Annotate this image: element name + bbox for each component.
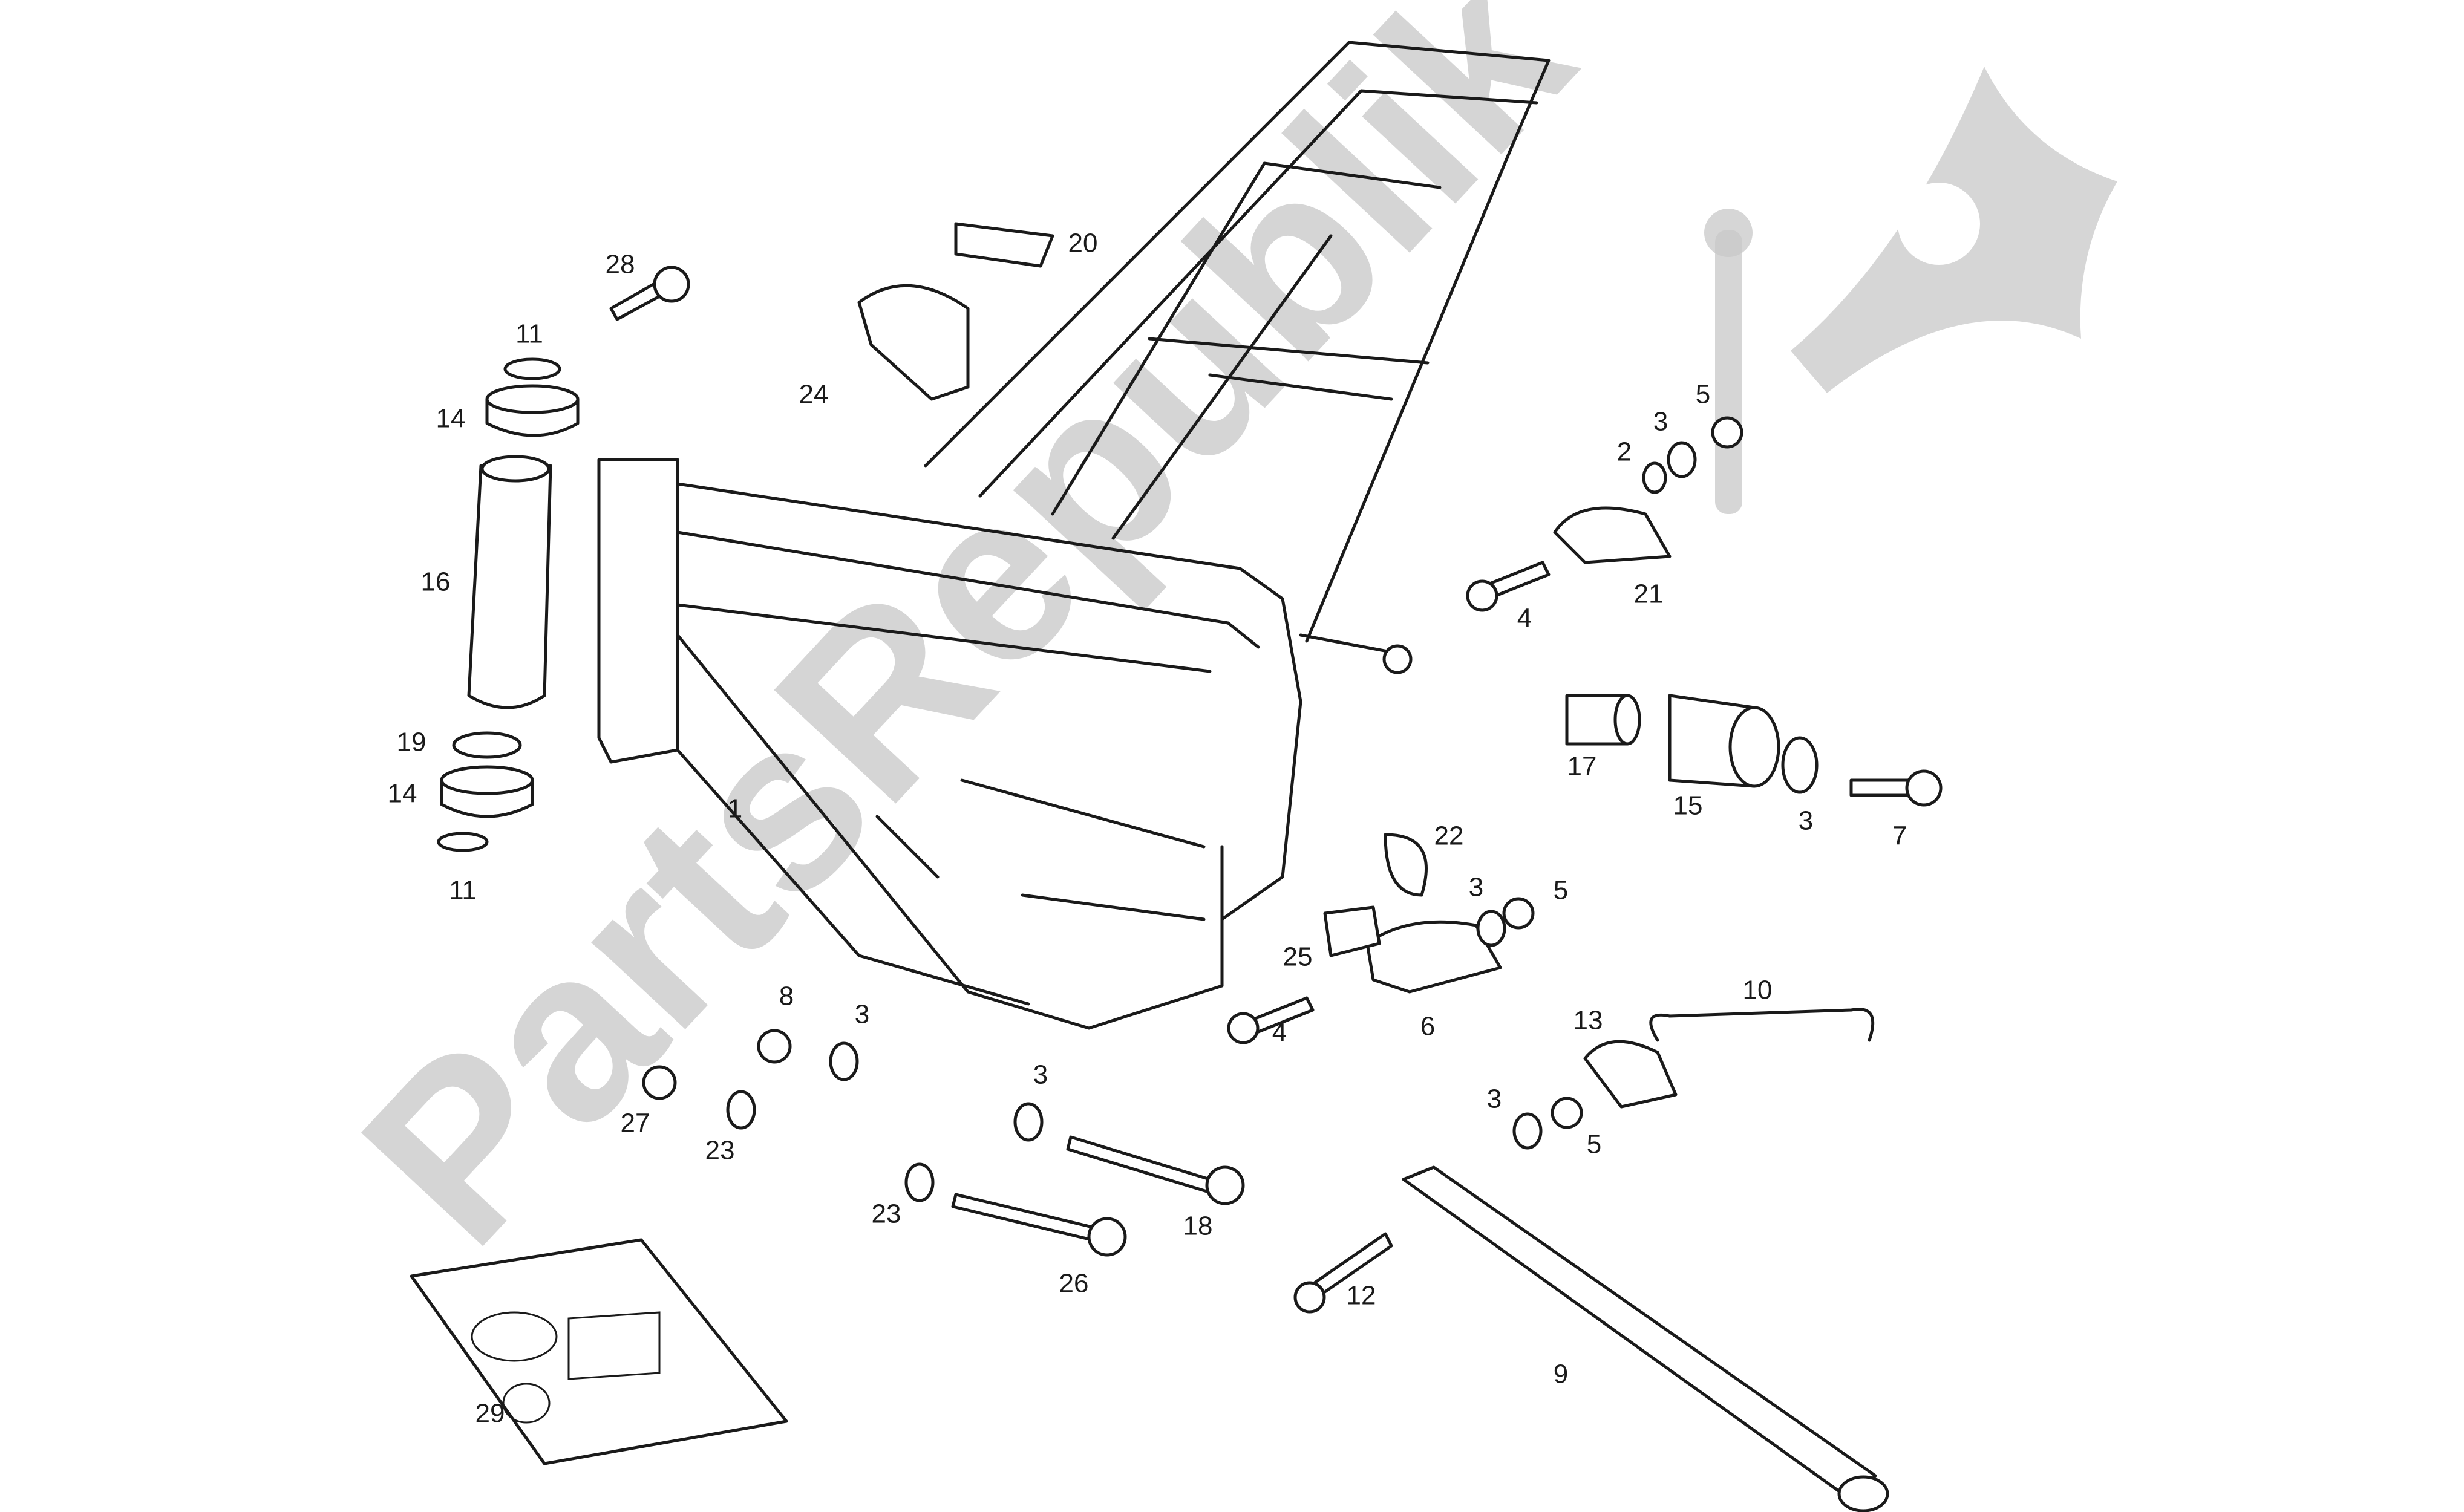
callout-17: 17 — [1567, 752, 1597, 781]
callout-24: 24 — [799, 380, 829, 409]
callout-27: 27 — [621, 1109, 650, 1138]
washer-11-top — [503, 357, 561, 380]
footrest-20 — [954, 222, 1054, 268]
callout-5: 5 — [1587, 1130, 1601, 1159]
callout-26: 26 — [1059, 1269, 1089, 1299]
footrest-24 — [857, 284, 970, 401]
callout-3: 3 — [1033, 1060, 1048, 1090]
footrest-6 — [1365, 920, 1502, 994]
callout-25: 25 — [1283, 942, 1313, 972]
callout-7: 7 — [1892, 821, 1907, 851]
link-13 — [1583, 1040, 1678, 1109]
callout-11: 11 — [515, 319, 543, 349]
watermark-flag-logo — [1704, 67, 2117, 514]
callout-13: 13 — [1573, 1006, 1603, 1035]
frame-part — [597, 41, 1551, 1030]
callout-20: 20 — [1068, 229, 1098, 258]
nuts-washers — [642, 416, 1743, 1202]
callout-5: 5 — [1554, 876, 1568, 905]
callout-28: 28 — [606, 250, 635, 279]
callout-19: 19 — [397, 728, 426, 757]
watermark: PartsRepublik — [312, 0, 2117, 1294]
callout-21: 21 — [1634, 579, 1664, 609]
callout-11: 11 — [449, 876, 477, 905]
callout-labels: 1 2 3 3 3 3 3 3 4 4 5 5 5 6 7 8 9 10 11 … — [388, 229, 1907, 1429]
callout-6: 6 — [1420, 1012, 1435, 1041]
callout-22: 22 — [1434, 821, 1464, 851]
callout-4: 4 — [1272, 1018, 1287, 1048]
footrest-21 — [1553, 506, 1672, 564]
callout-3: 3 — [1487, 1084, 1502, 1114]
callout-14: 14 — [388, 779, 417, 809]
callout-1: 1 — [728, 794, 742, 824]
lock-kit-29 — [410, 1238, 788, 1465]
callout-12: 12 — [1347, 1281, 1376, 1311]
spring-22 — [1384, 833, 1428, 897]
spacers — [1323, 694, 1819, 957]
callout-23: 23 — [872, 1199, 901, 1229]
callout-29: 29 — [475, 1399, 505, 1429]
key-part — [609, 282, 661, 321]
steering-bearing-stack — [437, 357, 580, 852]
callout-2: 2 — [1617, 437, 1632, 467]
callout-14: 14 — [436, 404, 466, 434]
callout-3: 3 — [1469, 873, 1483, 902]
callout-4: 4 — [1517, 604, 1532, 633]
callout-10: 10 — [1743, 976, 1773, 1005]
callout-3: 3 — [855, 1000, 869, 1029]
callout-16: 16 — [421, 567, 451, 597]
side-stand-9 — [1402, 1165, 1877, 1502]
callout-15: 15 — [1673, 791, 1703, 821]
callout-23: 23 — [705, 1136, 735, 1165]
callout-9: 9 — [1554, 1360, 1568, 1389]
callout-8: 8 — [779, 982, 794, 1011]
callout-3: 3 — [1653, 407, 1668, 437]
bolts — [951, 561, 1943, 1314]
callout-3: 3 — [1799, 806, 1813, 836]
callout-5: 5 — [1696, 380, 1710, 409]
spring-10 — [1649, 1008, 1875, 1042]
callout-18: 18 — [1183, 1211, 1213, 1241]
